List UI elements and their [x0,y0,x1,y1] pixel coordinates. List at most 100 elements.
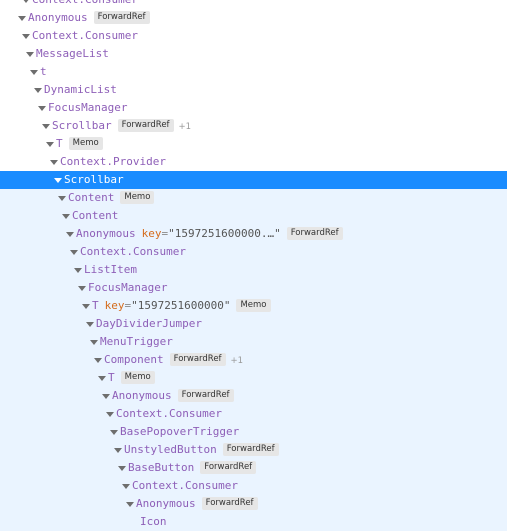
expand-arrow-icon[interactable] [52,171,64,189]
hoc-badge: ForwardRef [200,460,257,474]
tree-row[interactable]: MessageList [0,45,507,63]
expand-arrow-icon[interactable] [76,279,88,297]
hoc-badge: ForwardRef [286,226,343,240]
prop-equals: = [124,299,132,312]
expand-arrow-icon[interactable] [104,405,116,423]
expand-arrow-icon[interactable] [64,225,76,243]
tree-row[interactable]: FocusManager [0,99,507,117]
tree-row[interactable]: Anonymous ForwardRef [0,495,507,513]
hoc-badge: ForwardRef [93,10,150,24]
spacer [128,513,140,531]
prop-key: key [141,227,162,240]
component-name: DayDividerJumper [96,317,202,330]
expand-arrow-icon[interactable] [88,333,100,351]
component-name: T [108,371,115,384]
component-name: MenuTrigger [100,335,173,348]
expand-arrow-icon[interactable] [24,45,36,63]
hoc-badge: ForwardRef [222,442,279,456]
expand-arrow-icon[interactable] [92,351,104,369]
tree-row[interactable]: Anonymous ForwardRef [0,387,507,405]
expand-arrow-icon[interactable] [36,99,48,117]
prop-equals: = [161,227,169,240]
tree-row[interactable]: Content [0,207,507,225]
expand-arrow-icon[interactable] [108,423,120,441]
hoc-badge: ForwardRef [177,388,234,402]
expand-arrow-icon[interactable] [72,261,84,279]
tree-row[interactable]: Context.Consumer [0,477,507,495]
expand-arrow-icon[interactable] [116,459,128,477]
component-name: Anonymous [76,227,136,240]
prop-value: "1597251600000.…" [168,227,281,240]
expand-arrow-icon[interactable] [56,189,68,207]
hoc-badge: Memo [236,298,271,312]
tree-row[interactable]: DayDividerJumper [0,315,507,333]
expand-arrow-icon[interactable] [80,297,92,315]
tree-row[interactable]: BaseButton ForwardRef [0,459,507,477]
expand-arrow-icon[interactable] [20,27,32,45]
component-name: ListItem [84,263,137,276]
hoc-badge: Memo [120,190,155,204]
expand-arrow-icon[interactable] [44,135,56,153]
component-name: DynamicList [44,83,117,96]
tree-row[interactable]: UnstyledButton ForwardRef [0,441,507,459]
tree-row[interactable]: Anonymous ForwardRef [0,9,507,27]
component-name: FocusManager [48,101,128,114]
tree-row[interactable]: Context.Consumer [0,0,507,9]
expand-arrow-icon[interactable] [20,0,32,9]
tree-row[interactable]: Scrollbar [0,171,507,189]
hoc-badge: Memo [120,370,155,384]
component-name: FocusManager [88,281,168,294]
expand-arrow-icon[interactable] [32,81,44,99]
expand-arrow-icon[interactable] [60,207,72,225]
expand-arrow-icon[interactable] [100,387,112,405]
extra-badge-count: +1 [230,356,244,366]
component-name: Anonymous [136,497,196,510]
expand-arrow-icon[interactable] [84,315,96,333]
tree-row[interactable]: T Memo [0,369,507,387]
expand-arrow-icon[interactable] [120,477,132,495]
component-name: UnstyledButton [124,443,217,456]
component-name: Icon [140,515,167,528]
prop-value: "1597251600000" [131,299,231,312]
expand-arrow-icon[interactable] [16,9,28,27]
expand-arrow-icon[interactable] [28,63,40,81]
expand-arrow-icon[interactable] [40,117,52,135]
tree-row[interactable]: Anonymous key="1597251600000.…" ForwardRef [0,225,507,243]
expand-arrow-icon[interactable] [112,441,124,459]
component-name: Anonymous [112,389,172,402]
tree-row[interactable]: Icon [0,513,507,531]
component-name: Anonymous [28,11,88,24]
tree-row[interactable]: FocusManager [0,279,507,297]
component-name: Context.Provider [60,155,166,168]
component-name: Context.Consumer [80,245,186,258]
component-name: Scrollbar [52,119,112,132]
tree-row[interactable]: DynamicList [0,81,507,99]
expand-arrow-icon[interactable] [124,495,136,513]
component-name: Context.Consumer [116,407,222,420]
prop-key: key [104,299,125,312]
tree-row[interactable]: ListItem [0,261,507,279]
tree-row[interactable]: Context.Consumer [0,243,507,261]
hoc-badge: ForwardRef [169,352,226,366]
component-name: BaseButton [128,461,195,474]
tree-row[interactable]: Context.Provider [0,153,507,171]
tree-row[interactable]: Context.Consumer [0,27,507,45]
tree-row[interactable]: t [0,63,507,81]
expand-arrow-icon[interactable] [48,153,60,171]
tree-row[interactable]: BasePopoverTrigger [0,423,507,441]
tree-row[interactable]: Context.Consumer [0,405,507,423]
component-name: MessageList [36,47,109,60]
expand-arrow-icon[interactable] [96,369,108,387]
hoc-badge: ForwardRef [201,496,258,510]
component-name: Context.Consumer [32,29,138,42]
component-name: Context.Consumer [32,0,138,6]
expand-arrow-icon[interactable] [68,243,80,261]
tree-row[interactable]: MenuTrigger [0,333,507,351]
component-name: T [56,137,63,150]
